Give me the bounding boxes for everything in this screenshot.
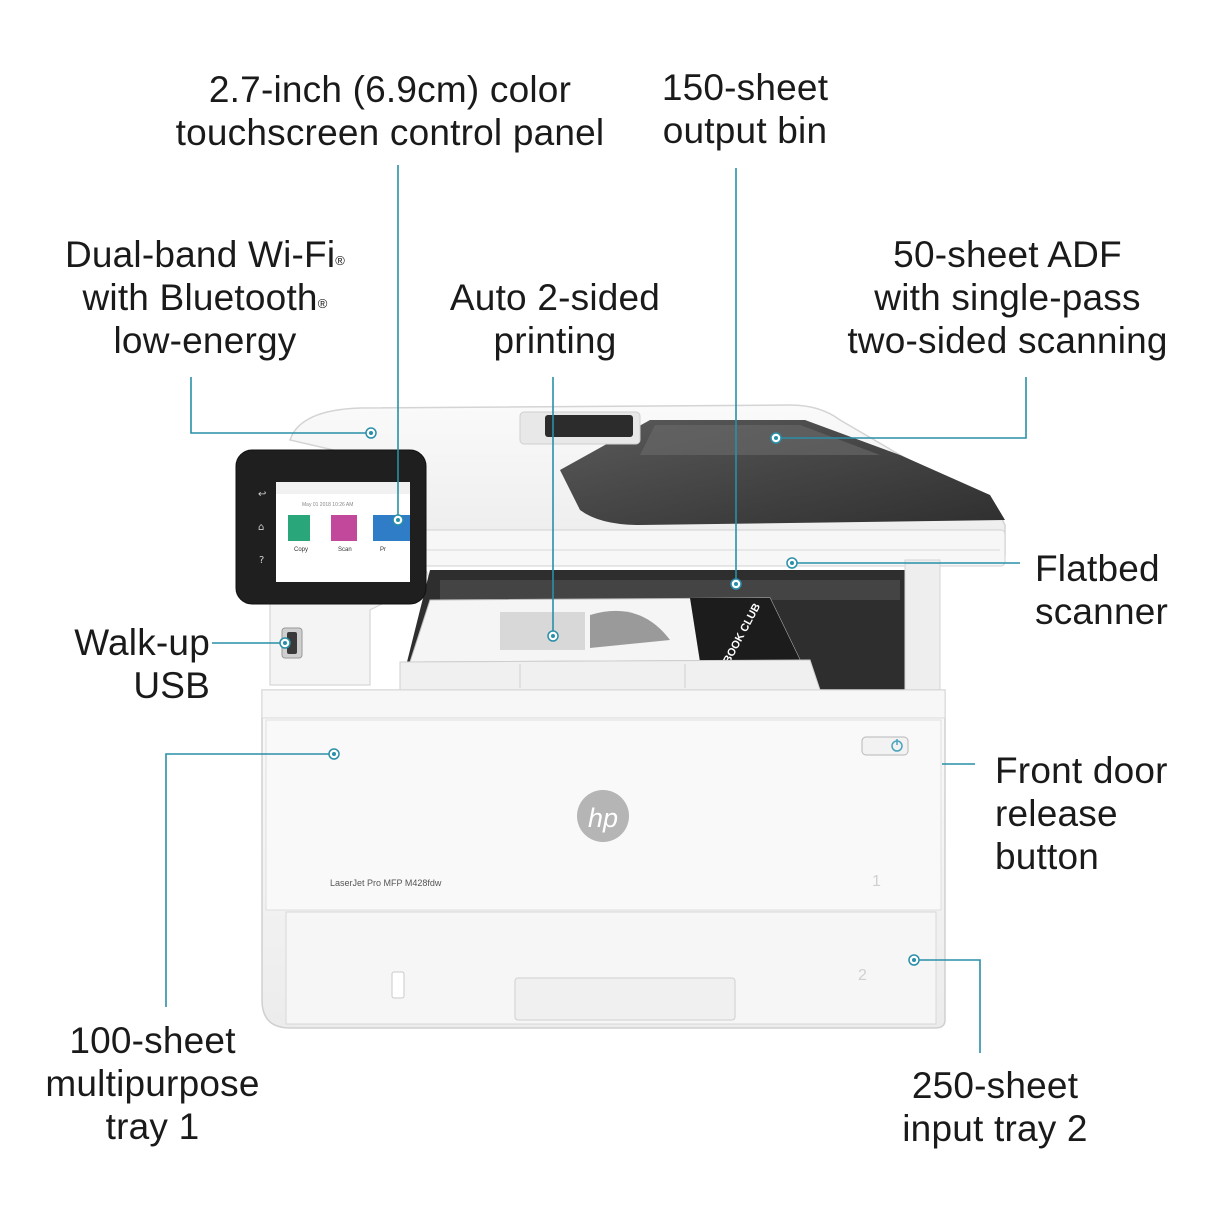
copy-app-label: Copy bbox=[294, 547, 308, 553]
flatbed-label-line1: Flatbed bbox=[1035, 548, 1160, 589]
usb-label-line1: Walk-up bbox=[74, 622, 210, 663]
duplex-label: Auto 2-sided printing bbox=[440, 276, 670, 362]
output-bin: BOOK CLUB bbox=[399, 570, 905, 691]
scan-app-label: Scan bbox=[338, 547, 352, 553]
adf-label: 50-sheet ADF with single-pass two-sided … bbox=[835, 233, 1180, 362]
model-name: LaserJet Pro MFP M428fdw bbox=[330, 878, 442, 888]
adf-label-line3: two-sided scanning bbox=[847, 320, 1168, 361]
front-door-label: Front door release button bbox=[995, 749, 1168, 878]
tray1-leader bbox=[165, 753, 334, 1007]
screen-date: May 01 2018 10:26 AM bbox=[302, 502, 353, 508]
duplex-label-line1: Auto 2-sided bbox=[449, 277, 661, 318]
front-door-label-line2: release bbox=[995, 793, 1118, 834]
hp-logo bbox=[577, 790, 629, 842]
wifi-label-line2: with Bluetooth® bbox=[82, 277, 328, 318]
wifi-label-line1: Dual-band Wi-Fi® bbox=[64, 234, 346, 275]
front-door-label-line1: Front door bbox=[995, 750, 1168, 791]
home-icon[interactable]: ⌂ bbox=[258, 522, 264, 533]
usb-label: Walk-up USB bbox=[40, 621, 210, 707]
touchscreen-label: 2.7-inch (6.9cm) color touchscreen contr… bbox=[160, 68, 620, 154]
wifi-label-line3: low-energy bbox=[113, 320, 297, 361]
print-app-label: Pr bbox=[380, 547, 386, 553]
tray1-label-line3: tray 1 bbox=[105, 1106, 200, 1147]
hp-logo-text: hp bbox=[588, 803, 618, 833]
usb-label-line2: USB bbox=[133, 665, 210, 706]
copy-app-tile[interactable] bbox=[288, 515, 310, 541]
output-bin-label-line2: output bin bbox=[662, 110, 828, 151]
printer-body: hp LaserJet Pro MFP M428fdw 1 2 bbox=[261, 689, 946, 1029]
tray1-label: 100-sheet multipurpose tray 1 bbox=[30, 1019, 275, 1148]
tray2-number: 2 bbox=[858, 967, 867, 984]
duplex-label-line2: printing bbox=[493, 320, 617, 361]
control-panel[interactable]: ↩ ⌂ ? May 01 2018 10:26 AM Copy Scan Pr bbox=[235, 449, 427, 605]
tray1-label-line2: multipurpose bbox=[45, 1063, 260, 1104]
touchscreen-label-line1: 2.7-inch (6.9cm) color bbox=[208, 69, 572, 110]
back-icon[interactable]: ↩ bbox=[258, 489, 266, 500]
adf-label-line1: 50-sheet ADF bbox=[893, 234, 1122, 275]
print-app-tile[interactable] bbox=[373, 515, 410, 541]
help-icon[interactable]: ? bbox=[259, 555, 264, 566]
tray2-leader bbox=[914, 959, 981, 1053]
tray1-number: 1 bbox=[872, 873, 881, 890]
output-bin-label: 150-sheet output bin bbox=[640, 66, 850, 152]
usb-port bbox=[287, 632, 297, 654]
adf-unit bbox=[289, 404, 1006, 567]
scan-app-tile[interactable] bbox=[331, 515, 357, 541]
touchscreen-label-line2: touchscreen control panel bbox=[175, 112, 605, 153]
tray1-label-line1: 100-sheet bbox=[69, 1020, 236, 1061]
output-bin-label-line1: 150-sheet bbox=[661, 67, 829, 108]
wifi-leader bbox=[190, 377, 371, 434]
tray2-label-line1: 250-sheet bbox=[911, 1065, 1079, 1106]
wifi-label: Dual-band Wi-Fi® with Bluetooth® low-ene… bbox=[55, 233, 355, 362]
adf-label-line2: with single-pass bbox=[874, 277, 1141, 318]
tray-2-handle[interactable] bbox=[514, 977, 736, 1021]
tray2-label-line2: input tray 2 bbox=[902, 1108, 1088, 1149]
adf-leader bbox=[776, 377, 1027, 439]
front-door-label-line3: button bbox=[995, 836, 1100, 877]
flatbed-label: Flatbed scanner bbox=[1035, 547, 1168, 633]
tray2-label: 250-sheet input tray 2 bbox=[885, 1064, 1105, 1150]
flatbed-label-line2: scanner bbox=[1035, 591, 1169, 632]
